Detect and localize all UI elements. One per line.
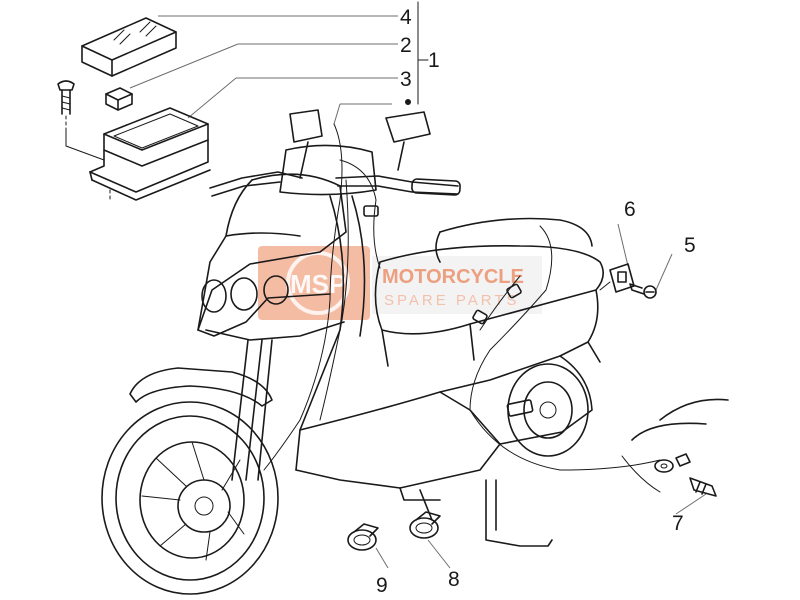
- part-6-bracket: [599, 263, 635, 293]
- callout-7: 7: [672, 512, 684, 535]
- part-5-screw: [629, 283, 657, 299]
- callout-1: 1: [428, 49, 440, 72]
- scooter-body: [101, 109, 604, 595]
- callout-numbers: 1 2 3 4 5 6 7 8 9: [376, 6, 696, 597]
- part-2-clip: [105, 87, 133, 111]
- part-7-detail: [621, 398, 729, 497]
- part-3-holder-tray: [89, 107, 211, 201]
- wiring-harness: [263, 123, 661, 471]
- watermark-sub-line: SPARE PARTS: [384, 292, 520, 309]
- part-4-lens-cover: [81, 17, 177, 77]
- callout-6: 6: [624, 198, 636, 221]
- callout-3: 3: [400, 68, 412, 91]
- screw-left: [57, 80, 111, 203]
- callout-9: 9: [376, 574, 388, 597]
- callout-2: 2: [400, 34, 412, 57]
- part-9-clamp: [347, 523, 379, 551]
- callout-bracket: [405, 1, 429, 105]
- callout-4: 4: [400, 6, 412, 29]
- leader-lines: [129, 15, 707, 569]
- watermark-brand-line: MOTORCYCLE: [382, 266, 524, 288]
- callout-5: 5: [684, 234, 696, 257]
- part-8-clamp: [409, 511, 441, 539]
- callout-8: 8: [448, 568, 460, 591]
